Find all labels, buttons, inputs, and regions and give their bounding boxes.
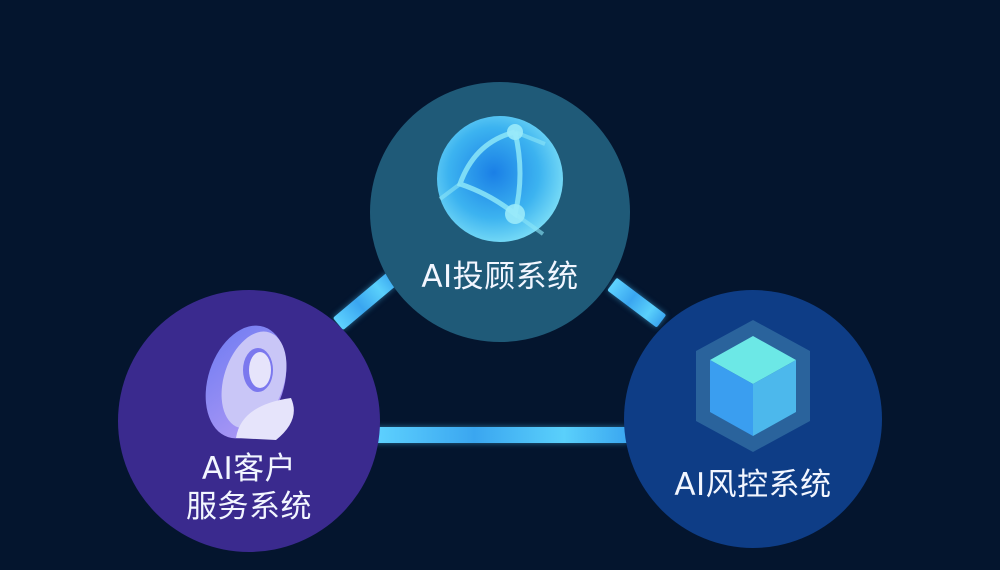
cube-icon: [696, 320, 810, 452]
node-label-line2: 服务系统: [186, 489, 312, 525]
globe-network-icon: [437, 116, 563, 242]
node-ai-risk-control: AI风控系统: [624, 290, 882, 548]
connector-customer-risk: [372, 427, 628, 443]
node-label-line1: AI客户: [201, 451, 297, 487]
node-ai-advisor: AI投顾系统: [370, 82, 630, 342]
user-avatar-icon: [205, 325, 294, 440]
node-label-group: AI客户 服务系统: [118, 450, 380, 526]
node-label: AI投顾系统: [421, 259, 579, 295]
node-ai-customer-service: AI客户 服务系统: [118, 290, 380, 552]
node-label: AI风控系统: [674, 467, 832, 503]
